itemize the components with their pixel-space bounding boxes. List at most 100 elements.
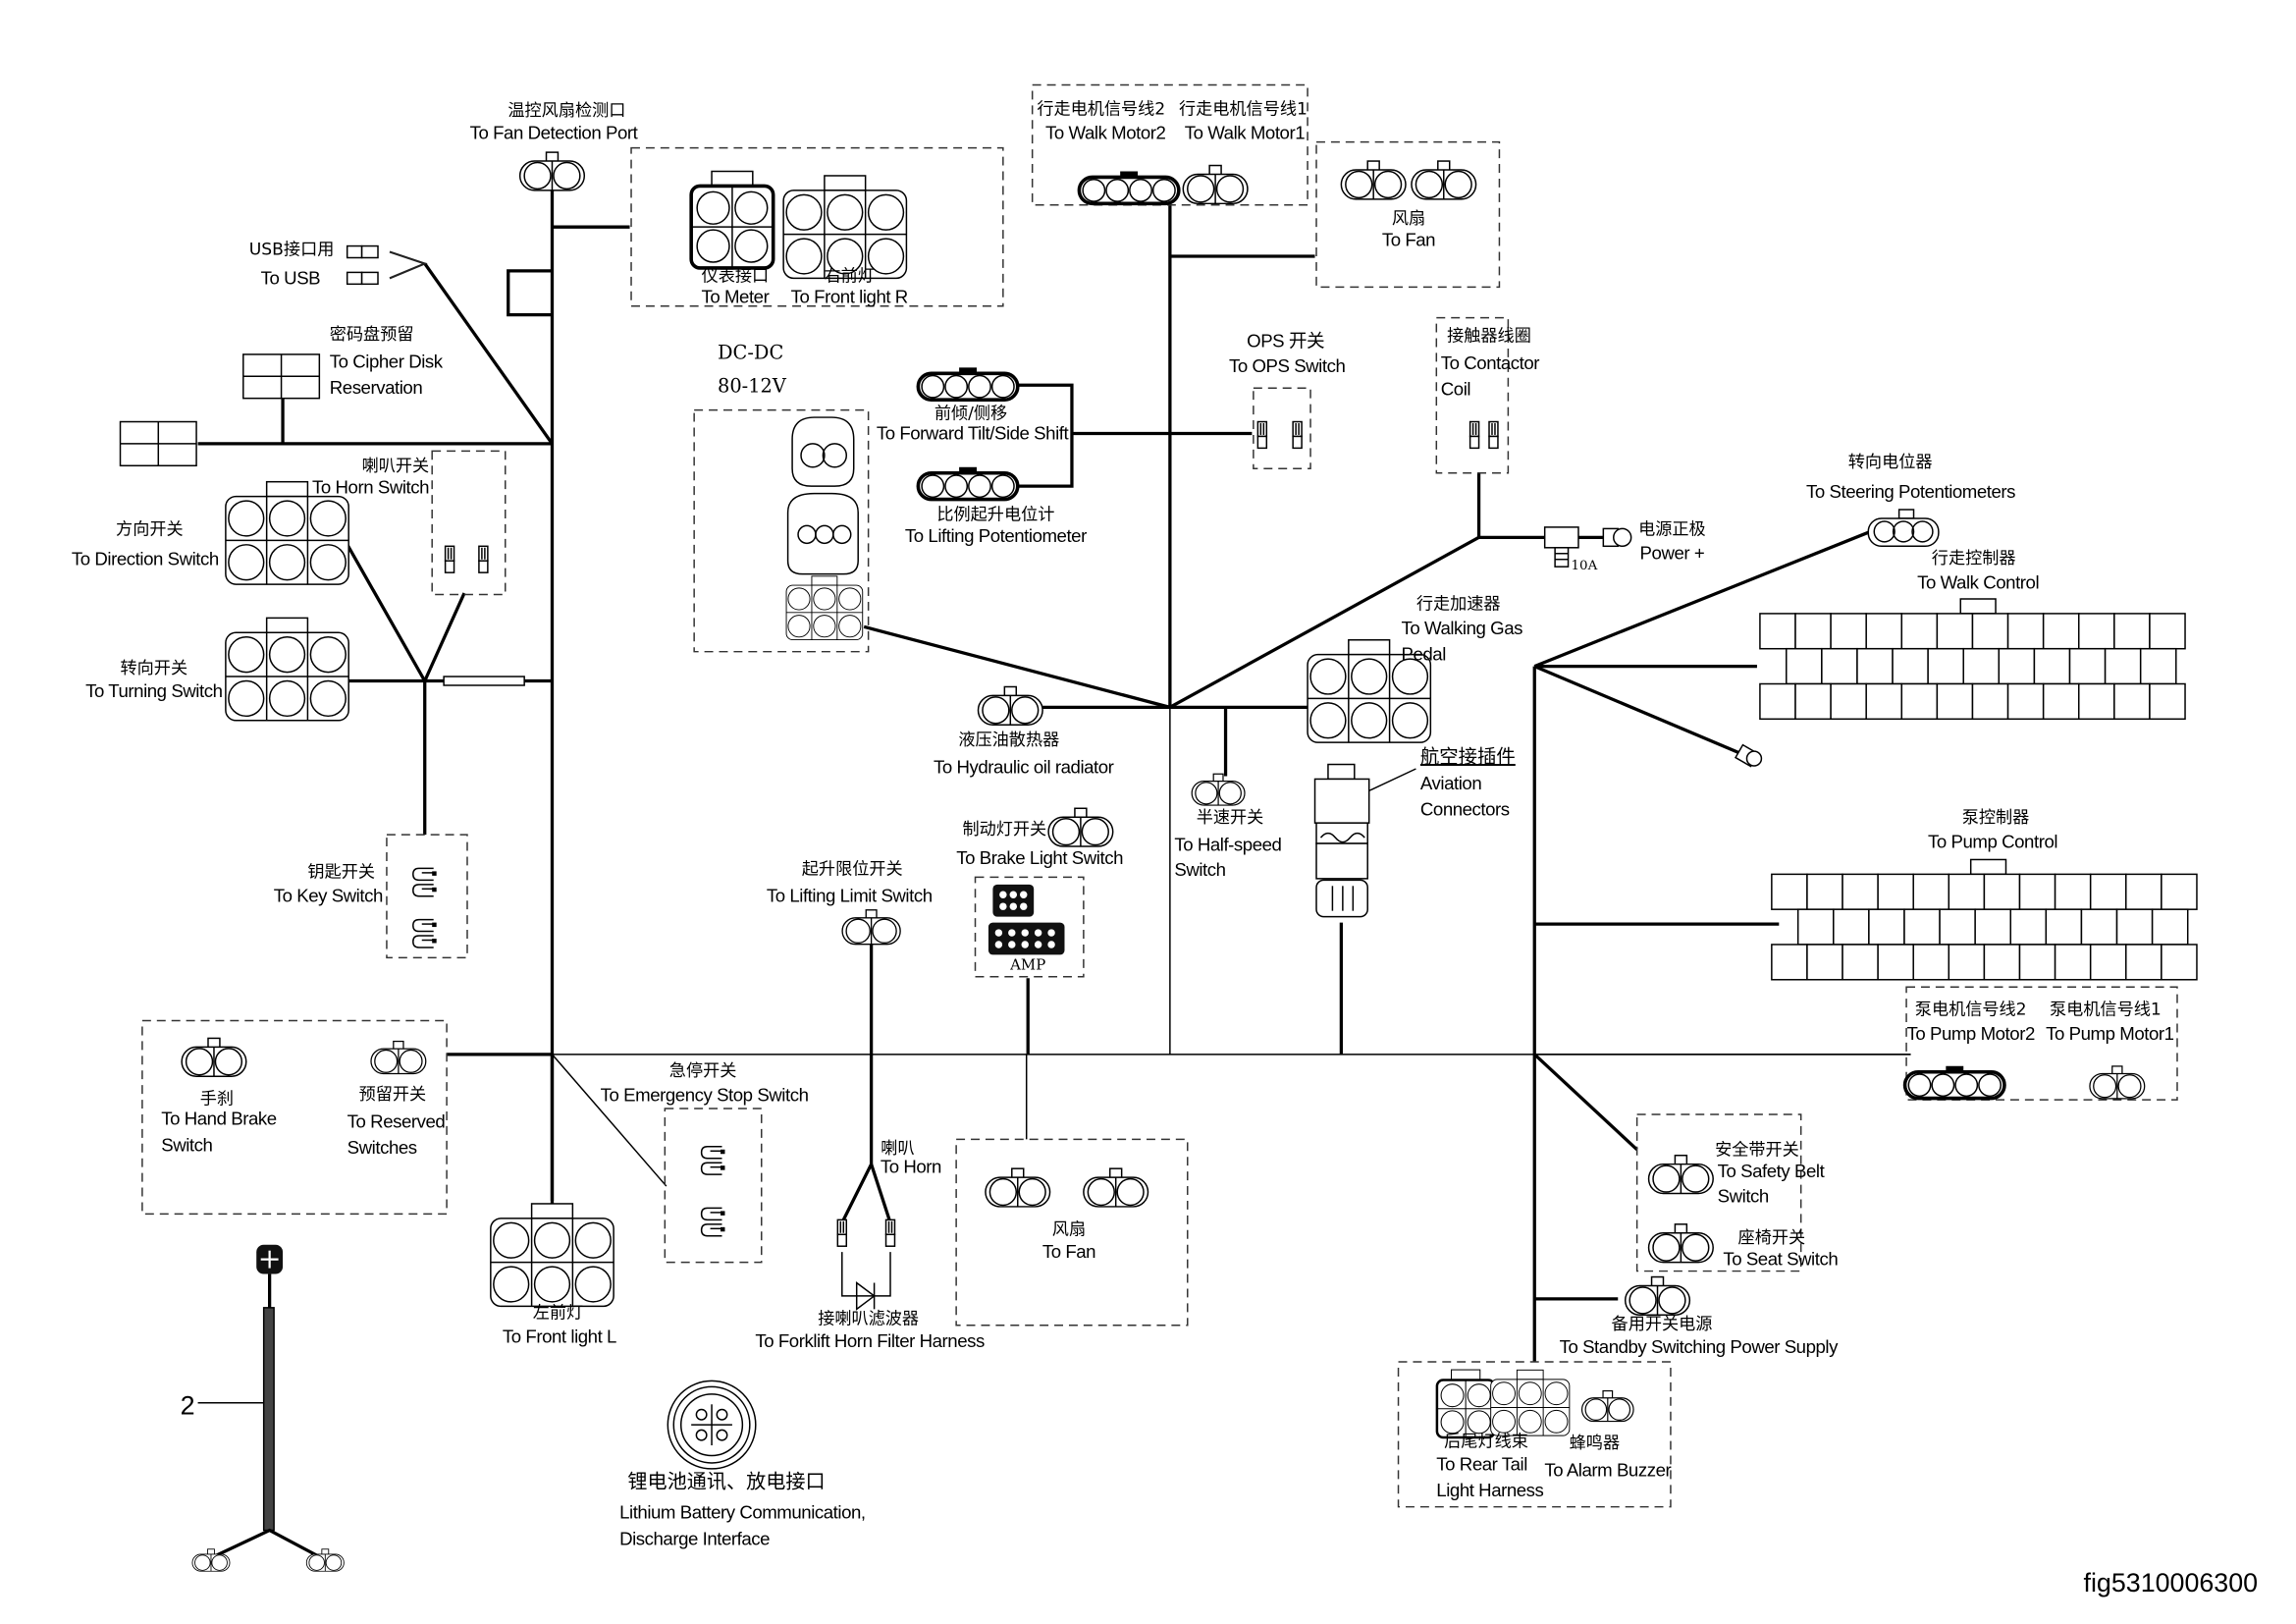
connector-walk-motor2[interactable] bbox=[1077, 169, 1181, 206]
label-gas-pedal-en1: To Walking Gas bbox=[1402, 618, 1523, 638]
label-safety-belt-en2: Switch bbox=[1718, 1185, 1769, 1206]
connector-lifting-limit-switch[interactable] bbox=[841, 909, 901, 946]
label-turning-cn: 转向开关 bbox=[121, 659, 188, 678]
connector-aviation[interactable] bbox=[1313, 763, 1416, 918]
connector-brake-light-switch[interactable] bbox=[1047, 807, 1114, 847]
label-walk-control-cn: 行走控制器 bbox=[1932, 549, 2016, 568]
ring-terminal[interactable] bbox=[1734, 743, 1763, 768]
connector-pin-cell bbox=[2139, 647, 2177, 685]
connector-key-tab bbox=[1959, 598, 1997, 615]
connector-half-speed-switch[interactable] bbox=[1191, 773, 1246, 806]
label-lifting-limit-cn: 起升限位开关 bbox=[802, 859, 903, 879]
connector-hydraulic-oil-radiator[interactable] bbox=[977, 685, 1043, 727]
label-reserved-en1: To Reserved bbox=[347, 1110, 446, 1131]
label-aviation-cn: 航空接插件 bbox=[1420, 745, 1516, 768]
connector-pin-cell bbox=[1794, 682, 1832, 721]
label-usb-cn: USB接口用 bbox=[249, 241, 335, 260]
connector-pin-cell bbox=[1948, 944, 1986, 981]
connector-pin-cell bbox=[1983, 944, 2021, 981]
connector-fan-bottom[interactable] bbox=[985, 1167, 1149, 1208]
label-brake-light-en: To Brake Light Switch bbox=[956, 847, 1123, 868]
label-seat-en: To Seat Switch bbox=[1723, 1249, 1838, 1270]
connector-turning-switch[interactable] bbox=[225, 617, 349, 722]
label-standby-en: To Standby Switching Power Supply bbox=[1560, 1336, 1840, 1357]
connector-walk-motor1[interactable] bbox=[1182, 164, 1249, 205]
label-aviation-en2: Connectors bbox=[1420, 799, 1510, 820]
label-walk-motor1-en: To Walk Motor1 bbox=[1185, 123, 1306, 143]
connector-pin-cell bbox=[1771, 873, 1808, 910]
connector-brake-amp[interactable] bbox=[988, 884, 1065, 955]
label-pump-motor1-en: To Pump Motor1 bbox=[2046, 1023, 2173, 1044]
connector-fan-top[interactable] bbox=[1340, 160, 1477, 200]
connector-dcdc[interactable] bbox=[785, 416, 864, 641]
connector-contactor-coil[interactable] bbox=[1468, 420, 1499, 450]
fuse-10a[interactable] bbox=[1543, 526, 1579, 568]
connector-forward-tilt[interactable] bbox=[916, 365, 1020, 402]
label-usb-en: To USB bbox=[261, 267, 320, 288]
label-pump-control-cn: 泵控制器 bbox=[1962, 808, 2030, 828]
connector-pin-cell bbox=[1912, 944, 1950, 981]
label-horn-cn: 喇叭 bbox=[881, 1139, 914, 1159]
label-front-light-l-cn: 左前灯 bbox=[533, 1303, 583, 1323]
connector-steering-potentiometers[interactable] bbox=[1867, 509, 1940, 548]
connector-meter[interactable] bbox=[689, 169, 775, 270]
label-pump-motor2-en: To Pump Motor2 bbox=[1906, 1023, 2034, 1044]
connector-pin-cell bbox=[1856, 647, 1894, 685]
label-lifting-pot-cn: 比例起升电位计 bbox=[936, 505, 1054, 524]
label-fan-bottom-cn: 风扇 bbox=[1052, 1219, 1086, 1239]
label-brake-light-cn: 制动灯开关 bbox=[962, 820, 1046, 839]
connector-rear-tail-light[interactable] bbox=[1435, 1368, 1571, 1439]
connector-emergency-stop[interactable] bbox=[700, 1146, 726, 1237]
connector-seat-switch[interactable] bbox=[1647, 1223, 1714, 1264]
connector-pin-cell bbox=[1971, 613, 2009, 650]
label-horn-en: To Horn bbox=[881, 1157, 941, 1177]
connector-power-plus[interactable] bbox=[1602, 527, 1632, 548]
label-lifting-limit-en: To Lifting Limit Switch bbox=[767, 886, 933, 906]
label-contactor-en2: Coil bbox=[1441, 379, 1470, 400]
connector-lifting-potentiometer[interactable] bbox=[916, 464, 1020, 502]
connector-hand-brake[interactable] bbox=[181, 1037, 247, 1077]
connector-reserved-switches[interactable] bbox=[370, 1040, 427, 1075]
connector-pin-cell bbox=[2115, 908, 2154, 946]
connector-horn-switch[interactable] bbox=[444, 545, 489, 573]
connector-pin-cell bbox=[1771, 944, 1808, 981]
connector-pump-motor1[interactable] bbox=[2089, 1065, 2146, 1100]
connector-pin-cell bbox=[1974, 908, 2011, 946]
connector-front-light-r[interactable] bbox=[782, 175, 908, 280]
connector-horn[interactable] bbox=[836, 1218, 896, 1247]
connector-pin-cell bbox=[1998, 647, 2036, 685]
connector-pin-cell bbox=[1830, 613, 1867, 650]
label-reserved-cn: 预留开关 bbox=[359, 1085, 427, 1105]
connector-fan-detection[interactable] bbox=[518, 151, 586, 191]
connector-key-switch[interactable] bbox=[412, 867, 438, 948]
label-walk-motor2-en: To Walk Motor2 bbox=[1045, 123, 1166, 143]
connector-pin-cell bbox=[1892, 647, 1929, 685]
connector-front-light-l[interactable] bbox=[490, 1203, 614, 1308]
label-half-speed-cn: 半速开关 bbox=[1197, 808, 1264, 828]
connector-pump-control[interactable] bbox=[1771, 858, 2198, 981]
connector-pin-cell bbox=[1796, 908, 1835, 946]
label-horn-switch-en: To Horn Switch bbox=[312, 477, 429, 498]
connector-ops-switch[interactable] bbox=[1256, 420, 1303, 450]
connector-lithium-battery[interactable] bbox=[667, 1380, 757, 1470]
label-key-en: To Key Switch bbox=[274, 886, 383, 906]
label-fan-top-en: To Fan bbox=[1382, 230, 1435, 250]
connector-walk-control[interactable] bbox=[1759, 598, 2186, 721]
label-lifting-pot-en: To Lifting Potentiometer bbox=[905, 525, 1087, 546]
connector-safety-belt[interactable] bbox=[1647, 1154, 1714, 1195]
connector-pin-cell bbox=[2042, 682, 2080, 721]
label-dcdc-2: 80-12V bbox=[718, 375, 787, 398]
label-hydraulic-en: To Hydraulic oil radiator bbox=[934, 756, 1114, 777]
connector-pump-motor2[interactable] bbox=[1902, 1063, 2006, 1101]
label-dcdc-1: DC-DC bbox=[718, 341, 783, 363]
connector-usb[interactable] bbox=[346, 244, 379, 286]
label-power-en: Power + bbox=[1640, 543, 1705, 564]
connector-alarm-buzzer[interactable] bbox=[1580, 1389, 1634, 1423]
label-contactor-en1: To Contactor bbox=[1441, 352, 1539, 373]
connector-cipher-disk[interactable] bbox=[119, 353, 321, 467]
connector-pin-cell bbox=[2018, 873, 2056, 910]
label-lithium-en2: Discharge Interface bbox=[619, 1528, 770, 1548]
connector-pin-cell bbox=[1759, 682, 1796, 721]
connector-standby-power[interactable] bbox=[1624, 1275, 1691, 1317]
